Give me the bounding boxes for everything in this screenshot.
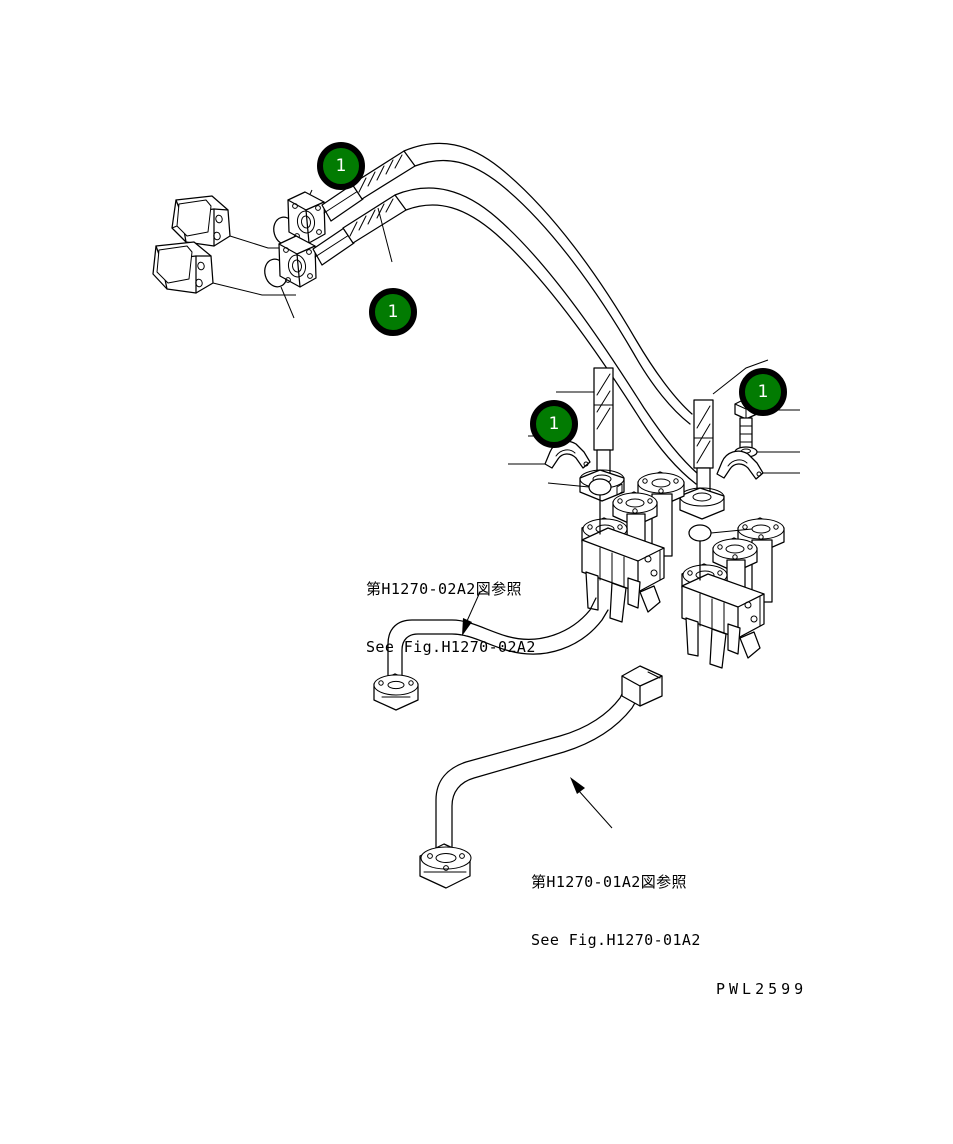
- reference-label-h1270-01a2: 第H1270-01A2図参照 See Fig.H1270-01A2: [531, 835, 701, 989]
- drawing-number: PWL2599: [716, 980, 808, 998]
- valve-manifold-right: [681, 517, 785, 669]
- hydraulic-hose-upper: [287, 142, 693, 425]
- callout-label: 1: [387, 302, 399, 322]
- callout-balloon-4[interactable]: 1: [739, 368, 787, 416]
- reference-label-h1270-02a2: 第H1270-02A2図参照 See Fig.H1270-02A2: [366, 542, 536, 696]
- reference-label-line-en: See Fig.H1270-01A2: [531, 930, 701, 949]
- callout-label: 1: [757, 382, 769, 402]
- callout-balloon-1[interactable]: 1: [317, 142, 365, 190]
- cylinder-port-bracket-upper: [171, 195, 231, 247]
- hose-end-vertical-right: [679, 359, 769, 520]
- callout-label: 1: [335, 156, 347, 176]
- reference-label-line-en: See Fig.H1270-02A2: [366, 637, 536, 656]
- hydraulic-tube-lower: [419, 665, 663, 889]
- ref-arrow-02a2: [462, 591, 481, 636]
- hydraulic-hose-lower: [278, 187, 699, 485]
- hose-clamp-right: [716, 450, 800, 480]
- callout-label: 1: [548, 414, 560, 434]
- callout-balloon-2[interactable]: 1: [369, 288, 417, 336]
- ref-arrow-01a2: [570, 777, 613, 829]
- callout-balloon-3[interactable]: 1: [530, 400, 578, 448]
- reference-label-line-jp: 第H1270-02A2図参照: [366, 580, 522, 599]
- reference-label-line-jp: 第H1270-01A2図参照: [531, 873, 687, 892]
- cylinder-port-bracket-lower: [152, 241, 214, 294]
- hydraulic-tube-upper: [373, 597, 609, 711]
- valve-manifold-left: [547, 471, 685, 623]
